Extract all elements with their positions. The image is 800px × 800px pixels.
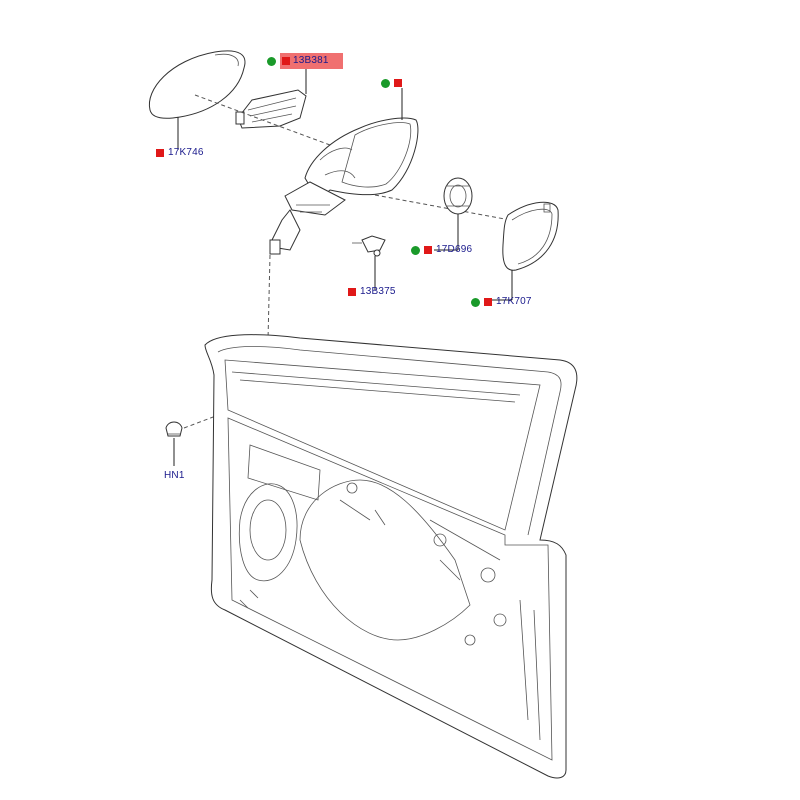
assembly-line-cap: [194, 94, 331, 146]
turn-signal-lamp-part: [235, 89, 307, 129]
red-status-square: [394, 79, 402, 87]
red-status-square: [424, 246, 432, 254]
green-status-dot: [267, 56, 276, 66]
mirror-housing-part: [269, 117, 419, 255]
assembly-line-door: [267, 254, 271, 341]
green-status-dot: [471, 297, 480, 307]
part-label-17K707: 17K707: [496, 296, 532, 307]
green-status-dot: [411, 245, 420, 255]
mirror-motor-part: [443, 177, 473, 215]
assembly-line-clip: [183, 404, 246, 429]
callout-HN1[interactable]: HN1: [164, 468, 185, 484]
part-label-17D696: 17D696: [436, 244, 473, 255]
callout-13B381[interactable]: 13B381: [267, 53, 343, 69]
part-label-17K746: 17K746: [168, 147, 204, 158]
green-status-dot: [381, 78, 390, 88]
callout-17K746[interactable]: 17K746: [156, 145, 204, 161]
part-label-13B381: 13B381: [293, 55, 329, 66]
red-status-square: [282, 57, 290, 65]
door-shell-part: [204, 334, 578, 779]
assembly-line-glass: [374, 194, 511, 221]
mirror-cap-part: [148, 50, 246, 119]
red-status-square: [156, 149, 164, 157]
part-label-13B375: 13B375: [360, 286, 396, 297]
red-status-square: [348, 288, 356, 296]
highlight-box: 13B381: [280, 53, 343, 69]
callout-mirror-housing[interactable]: [381, 75, 406, 91]
screw-part: [352, 235, 386, 257]
callout-13B375[interactable]: 13B375: [348, 284, 396, 300]
part-label-HN1: HN1: [164, 470, 185, 481]
hn1-clip-part: [165, 421, 183, 437]
callout-17K707[interactable]: 17K707: [471, 294, 532, 310]
mirror-glass-part: [502, 201, 559, 271]
red-status-square: [484, 298, 492, 306]
callout-17D696[interactable]: 17D696: [411, 242, 472, 258]
